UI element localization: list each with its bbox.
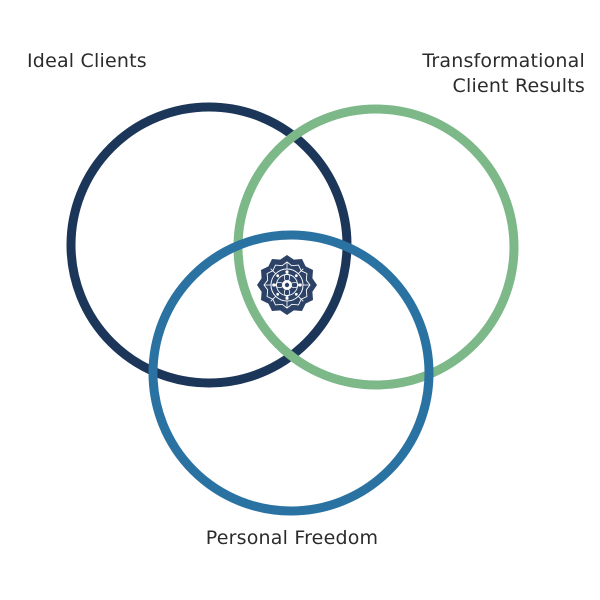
transformational-results-label-line2: Client Results [452, 75, 585, 97]
personal-freedom-circle [148, 230, 434, 516]
mandala-emblem-icon [257, 255, 317, 315]
ideal-clients-label: Ideal Clients [27, 50, 147, 72]
transformational-results-label: Transformational Client Results [380, 49, 585, 99]
ideal-clients-circle [66, 102, 352, 388]
personal-freedom-label: Personal Freedom [205, 527, 379, 549]
transformational-results-label-line1: Transformational [422, 50, 585, 72]
transformational-results-circle [233, 104, 519, 390]
